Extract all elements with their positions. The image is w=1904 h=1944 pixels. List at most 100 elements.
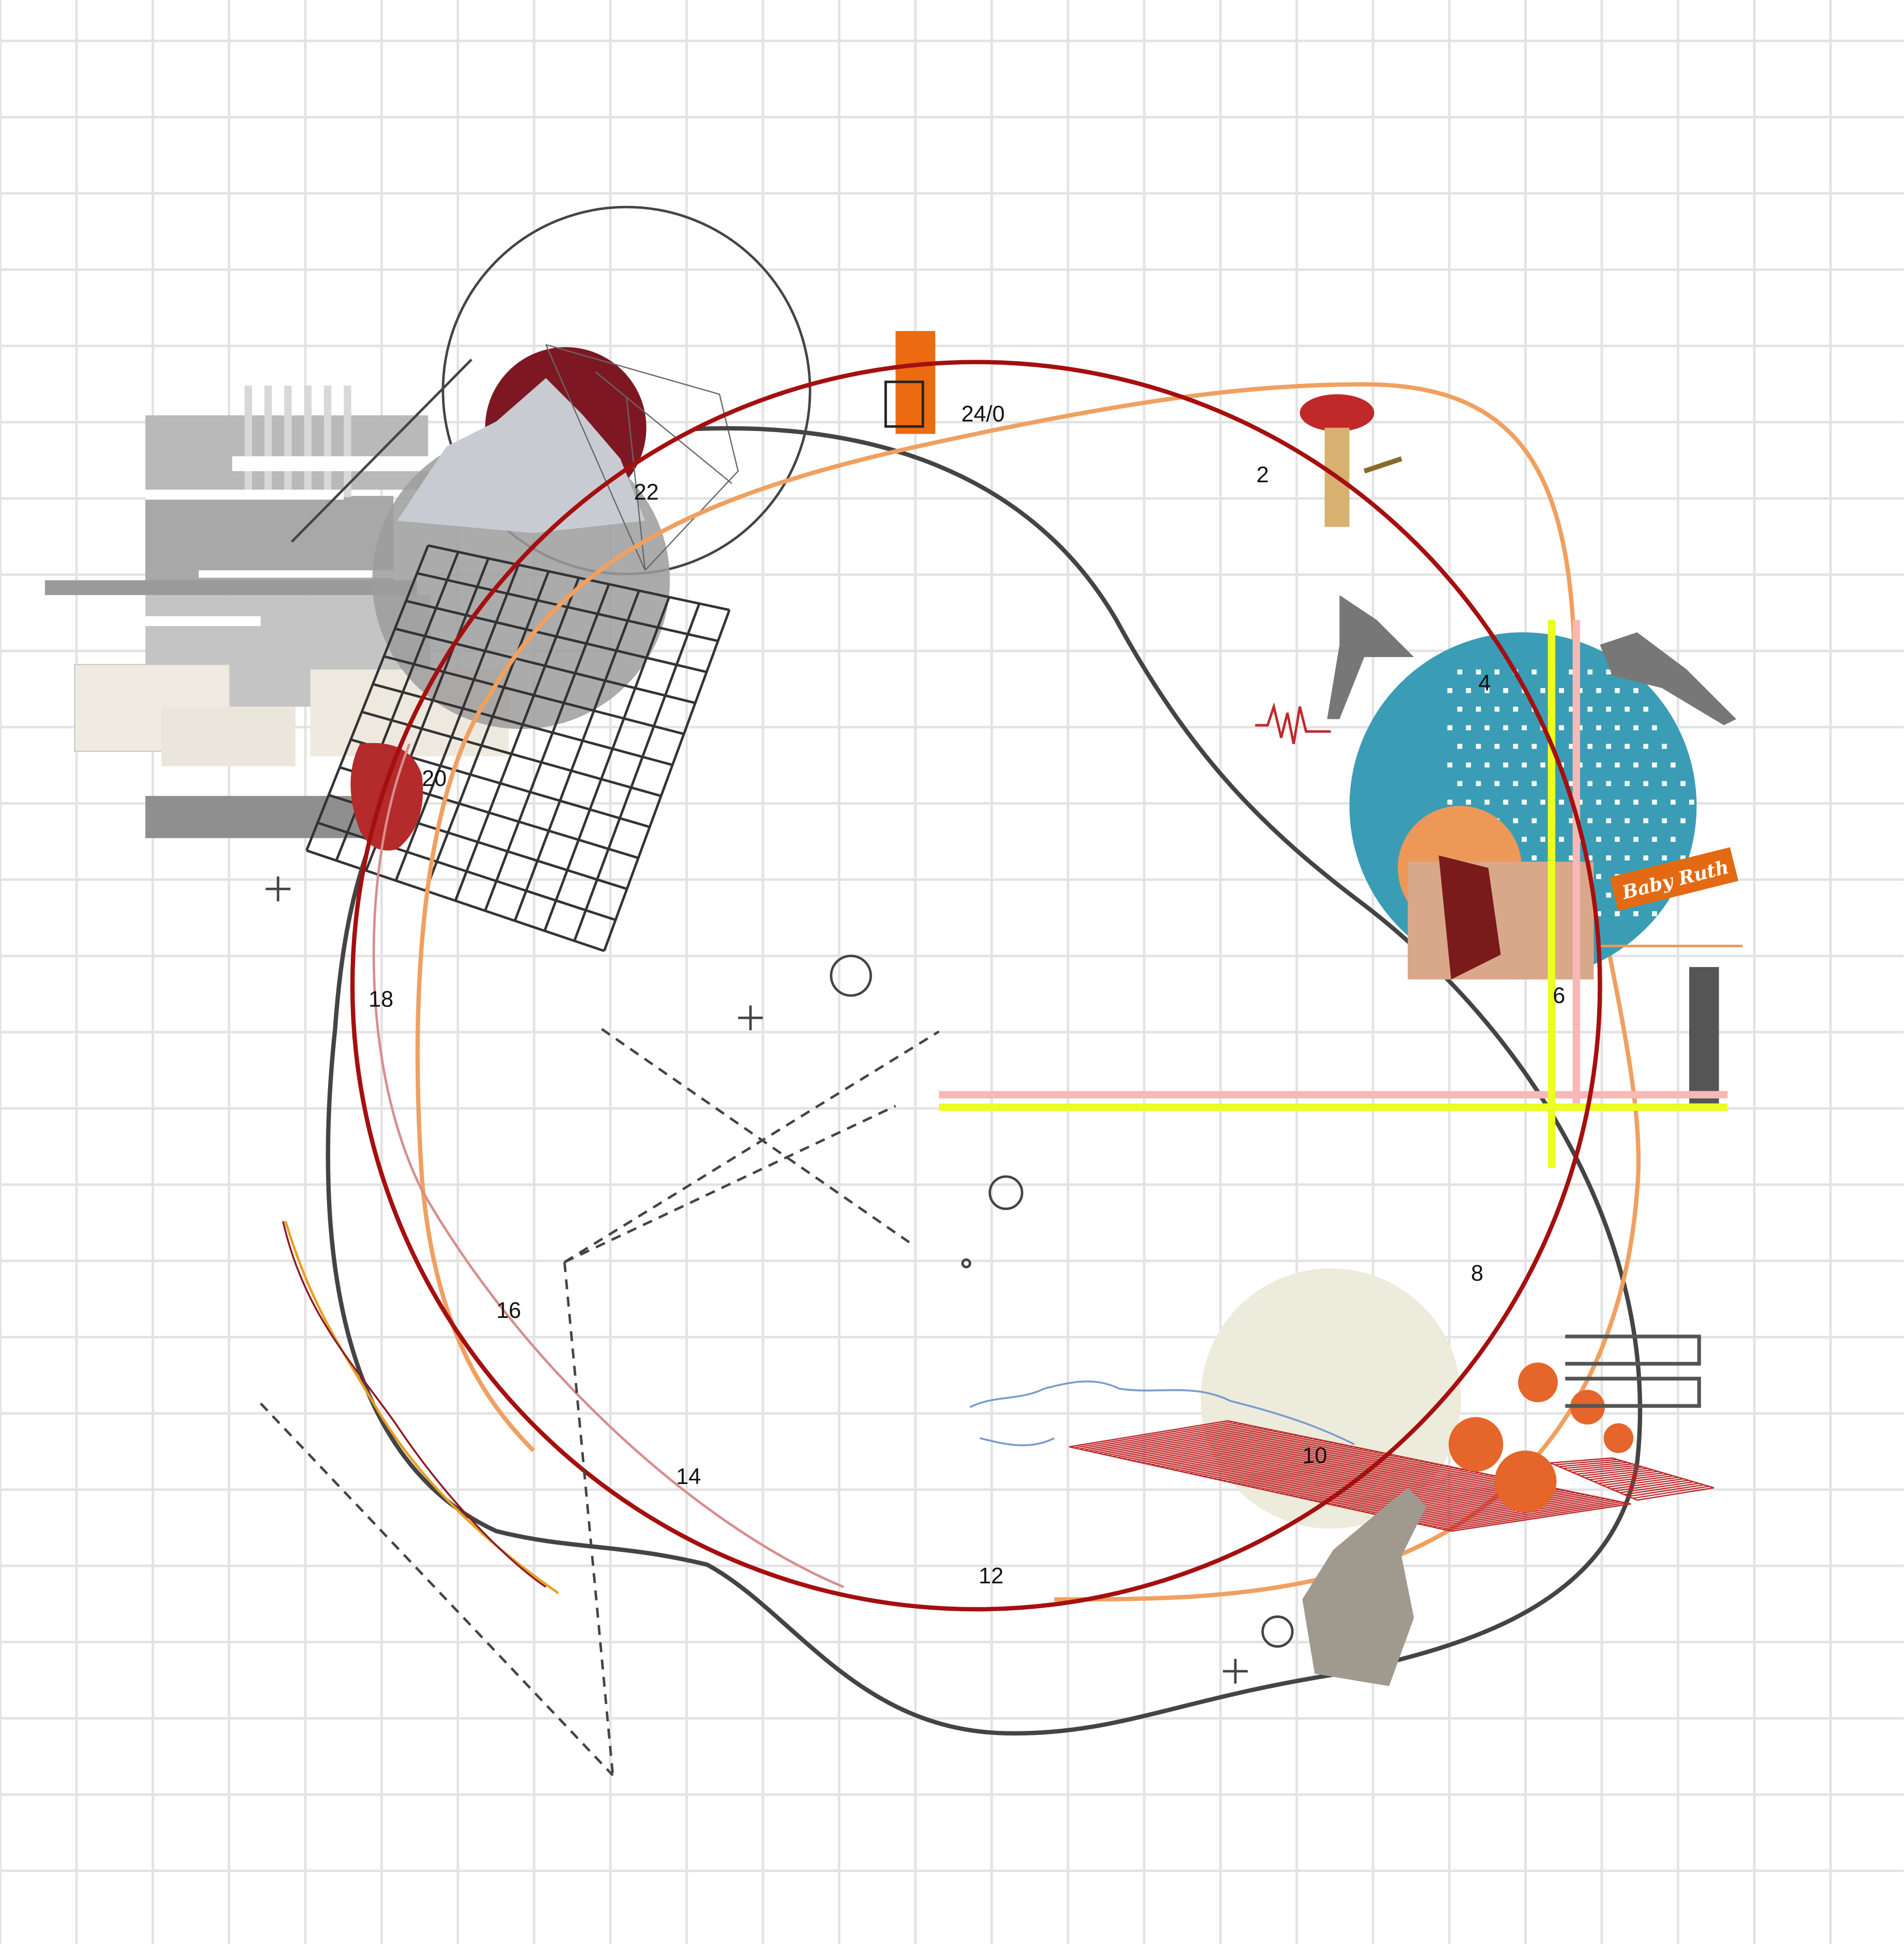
dot bbox=[1596, 688, 1601, 693]
dot bbox=[1643, 781, 1648, 786]
dot bbox=[1633, 911, 1639, 916]
hatch-line bbox=[1141, 1435, 1304, 1463]
dot bbox=[1587, 781, 1593, 786]
hatch-line bbox=[1107, 1428, 1268, 1456]
standing-figure-image bbox=[1689, 967, 1719, 1104]
hatch-line bbox=[1270, 1463, 1440, 1492]
hour-label-14: 14 bbox=[676, 1464, 701, 1489]
hatch-line bbox=[1598, 1474, 1669, 1485]
hatch-line bbox=[1098, 1426, 1259, 1454]
grid-line bbox=[513, 590, 640, 922]
hatch-line bbox=[1446, 1502, 1626, 1531]
hatch-line bbox=[1198, 1448, 1364, 1476]
hatch-line bbox=[1174, 1443, 1339, 1471]
grid-line bbox=[573, 603, 701, 942]
grid-line bbox=[305, 545, 430, 851]
dot bbox=[1447, 725, 1453, 731]
hatch-line bbox=[1576, 1466, 1643, 1475]
hatch-line bbox=[1619, 1481, 1694, 1494]
hatch-line bbox=[1150, 1437, 1314, 1465]
hand-gun-image bbox=[1302, 1488, 1426, 1686]
dot bbox=[1475, 744, 1481, 749]
hatch-line bbox=[1069, 1420, 1228, 1448]
hour-label-24: 24/0 bbox=[961, 402, 1005, 427]
hatch-line bbox=[1602, 1475, 1674, 1486]
dot bbox=[1662, 781, 1667, 786]
dot bbox=[1457, 744, 1463, 749]
dot bbox=[1531, 744, 1537, 749]
hatch-line bbox=[1083, 1423, 1244, 1451]
hatch-line bbox=[1231, 1455, 1399, 1483]
dot bbox=[1587, 669, 1593, 675]
hatch-line bbox=[1554, 1459, 1618, 1466]
grid-line bbox=[306, 849, 605, 953]
dot bbox=[1587, 706, 1593, 712]
hatch-line bbox=[1346, 1480, 1521, 1509]
hatch-line bbox=[1550, 1457, 1613, 1464]
hatch-line bbox=[1427, 1498, 1606, 1527]
hatch-line bbox=[1451, 1503, 1631, 1532]
dot bbox=[1522, 725, 1527, 731]
hatch-line bbox=[1164, 1441, 1329, 1469]
pylon-structure bbox=[545, 344, 739, 571]
hatch-line bbox=[1155, 1438, 1319, 1467]
bracket-shapes bbox=[1565, 1334, 1701, 1408]
hatch-line bbox=[1255, 1460, 1425, 1489]
dot bbox=[1569, 706, 1574, 712]
dot bbox=[1596, 837, 1601, 842]
hour-label-18: 18 bbox=[368, 987, 393, 1012]
hatch-line bbox=[1264, 1462, 1435, 1491]
grid-line bbox=[603, 610, 731, 952]
grid-line bbox=[361, 710, 662, 797]
dot bbox=[1522, 837, 1527, 842]
balcony-image bbox=[884, 380, 924, 428]
dot bbox=[1633, 837, 1639, 842]
dot bbox=[1587, 855, 1593, 860]
hatch-line bbox=[1203, 1449, 1369, 1477]
grid-line bbox=[484, 584, 610, 911]
hatch-line bbox=[1279, 1465, 1450, 1494]
dot bbox=[1662, 855, 1667, 860]
grid-line bbox=[405, 600, 707, 673]
hatch-line bbox=[1160, 1440, 1324, 1468]
dot bbox=[1569, 818, 1574, 823]
dot bbox=[1633, 725, 1639, 731]
hour-label-8: 8 bbox=[1471, 1261, 1483, 1286]
hatch-line bbox=[1169, 1442, 1334, 1470]
hatch-line bbox=[1632, 1486, 1709, 1499]
dot bbox=[1466, 725, 1471, 731]
hatch-line bbox=[1589, 1471, 1658, 1480]
dot bbox=[1652, 911, 1657, 916]
dot bbox=[1522, 799, 1527, 805]
dot bbox=[1569, 855, 1574, 860]
dot bbox=[1587, 744, 1593, 749]
hatch-line bbox=[1593, 1472, 1663, 1482]
diagonal-line bbox=[290, 359, 473, 543]
dot bbox=[1484, 762, 1490, 768]
hatch-line bbox=[1431, 1499, 1611, 1528]
dot bbox=[1457, 781, 1463, 786]
dot bbox=[1652, 762, 1657, 768]
grid-line bbox=[454, 577, 580, 901]
hatch-line bbox=[1408, 1494, 1586, 1522]
hatch-line bbox=[1126, 1432, 1289, 1460]
dot bbox=[1606, 744, 1611, 749]
dot bbox=[1615, 799, 1620, 805]
hatch-line bbox=[1326, 1476, 1500, 1505]
dot bbox=[1494, 669, 1500, 675]
dot bbox=[1625, 744, 1630, 749]
dot bbox=[1475, 669, 1481, 675]
pink-curve bbox=[372, 743, 844, 1589]
dot bbox=[1494, 781, 1500, 786]
hatch-line bbox=[1184, 1445, 1349, 1473]
hatch-line bbox=[1563, 1462, 1628, 1470]
hatch-line bbox=[1317, 1474, 1490, 1503]
dot bbox=[1503, 688, 1509, 693]
grid-line bbox=[424, 571, 550, 892]
hatch-line bbox=[1293, 1468, 1465, 1497]
dot bbox=[1596, 799, 1601, 805]
hour-label-12: 12 bbox=[979, 1564, 1003, 1589]
dot bbox=[1615, 911, 1620, 916]
dot bbox=[1475, 781, 1481, 786]
